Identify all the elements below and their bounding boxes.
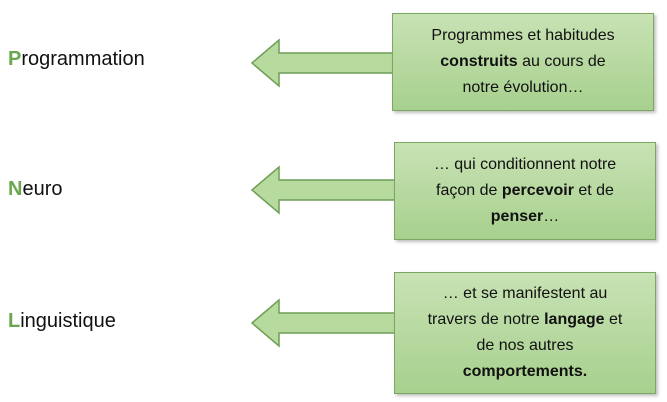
text-run: façon de: [436, 182, 502, 199]
description-box-2: … qui conditionnent notre façon de percev…: [394, 142, 656, 240]
text-run: …: [543, 208, 560, 225]
term-linguistique: Linguistique: [8, 310, 116, 333]
text-run: comportements.: [462, 363, 588, 380]
text-run: et: [604, 311, 623, 328]
text-run: construits: [440, 53, 518, 70]
arrow-left-1: [250, 38, 397, 88]
description-text-2: … qui conditionnent notre façon de percev…: [434, 152, 616, 230]
text-run: travers de notre: [427, 311, 545, 328]
text-run: de nos autres: [476, 337, 574, 354]
text-run: percevoir: [501, 182, 574, 199]
term-initial: P: [8, 48, 22, 70]
text-run: langage: [544, 311, 605, 328]
description-text-1: Programmes et habitudes construits au cou…: [431, 23, 614, 101]
text-run: notre évolution…: [462, 79, 584, 96]
text-run: Programmes et habitudes: [431, 27, 615, 44]
text-run: penser: [490, 208, 544, 225]
term-rest: inguistique: [20, 310, 116, 332]
term-neuro: Neuro: [8, 178, 62, 201]
text-run: et de: [573, 182, 614, 199]
term-rest: rogrammation: [21, 48, 145, 70]
term-initial: N: [8, 178, 23, 200]
text-run: au cours de: [517, 53, 606, 70]
text-run: … et se manifestent au: [442, 285, 608, 302]
description-box-3: … et se manifestent au travers de notre l…: [394, 272, 656, 394]
term-initial: L: [8, 310, 21, 332]
description-text-3: … et se manifestent au travers de notre l…: [428, 281, 623, 385]
description-box-1: Programmes et habitudes construits au cou…: [392, 13, 654, 111]
arrow-left-2: [250, 165, 397, 215]
text-run: … qui conditionnent notre: [433, 156, 617, 173]
term-rest: euro: [22, 178, 63, 200]
arrow-left-3: [250, 298, 397, 348]
term-programmation: Programmation: [8, 48, 145, 71]
